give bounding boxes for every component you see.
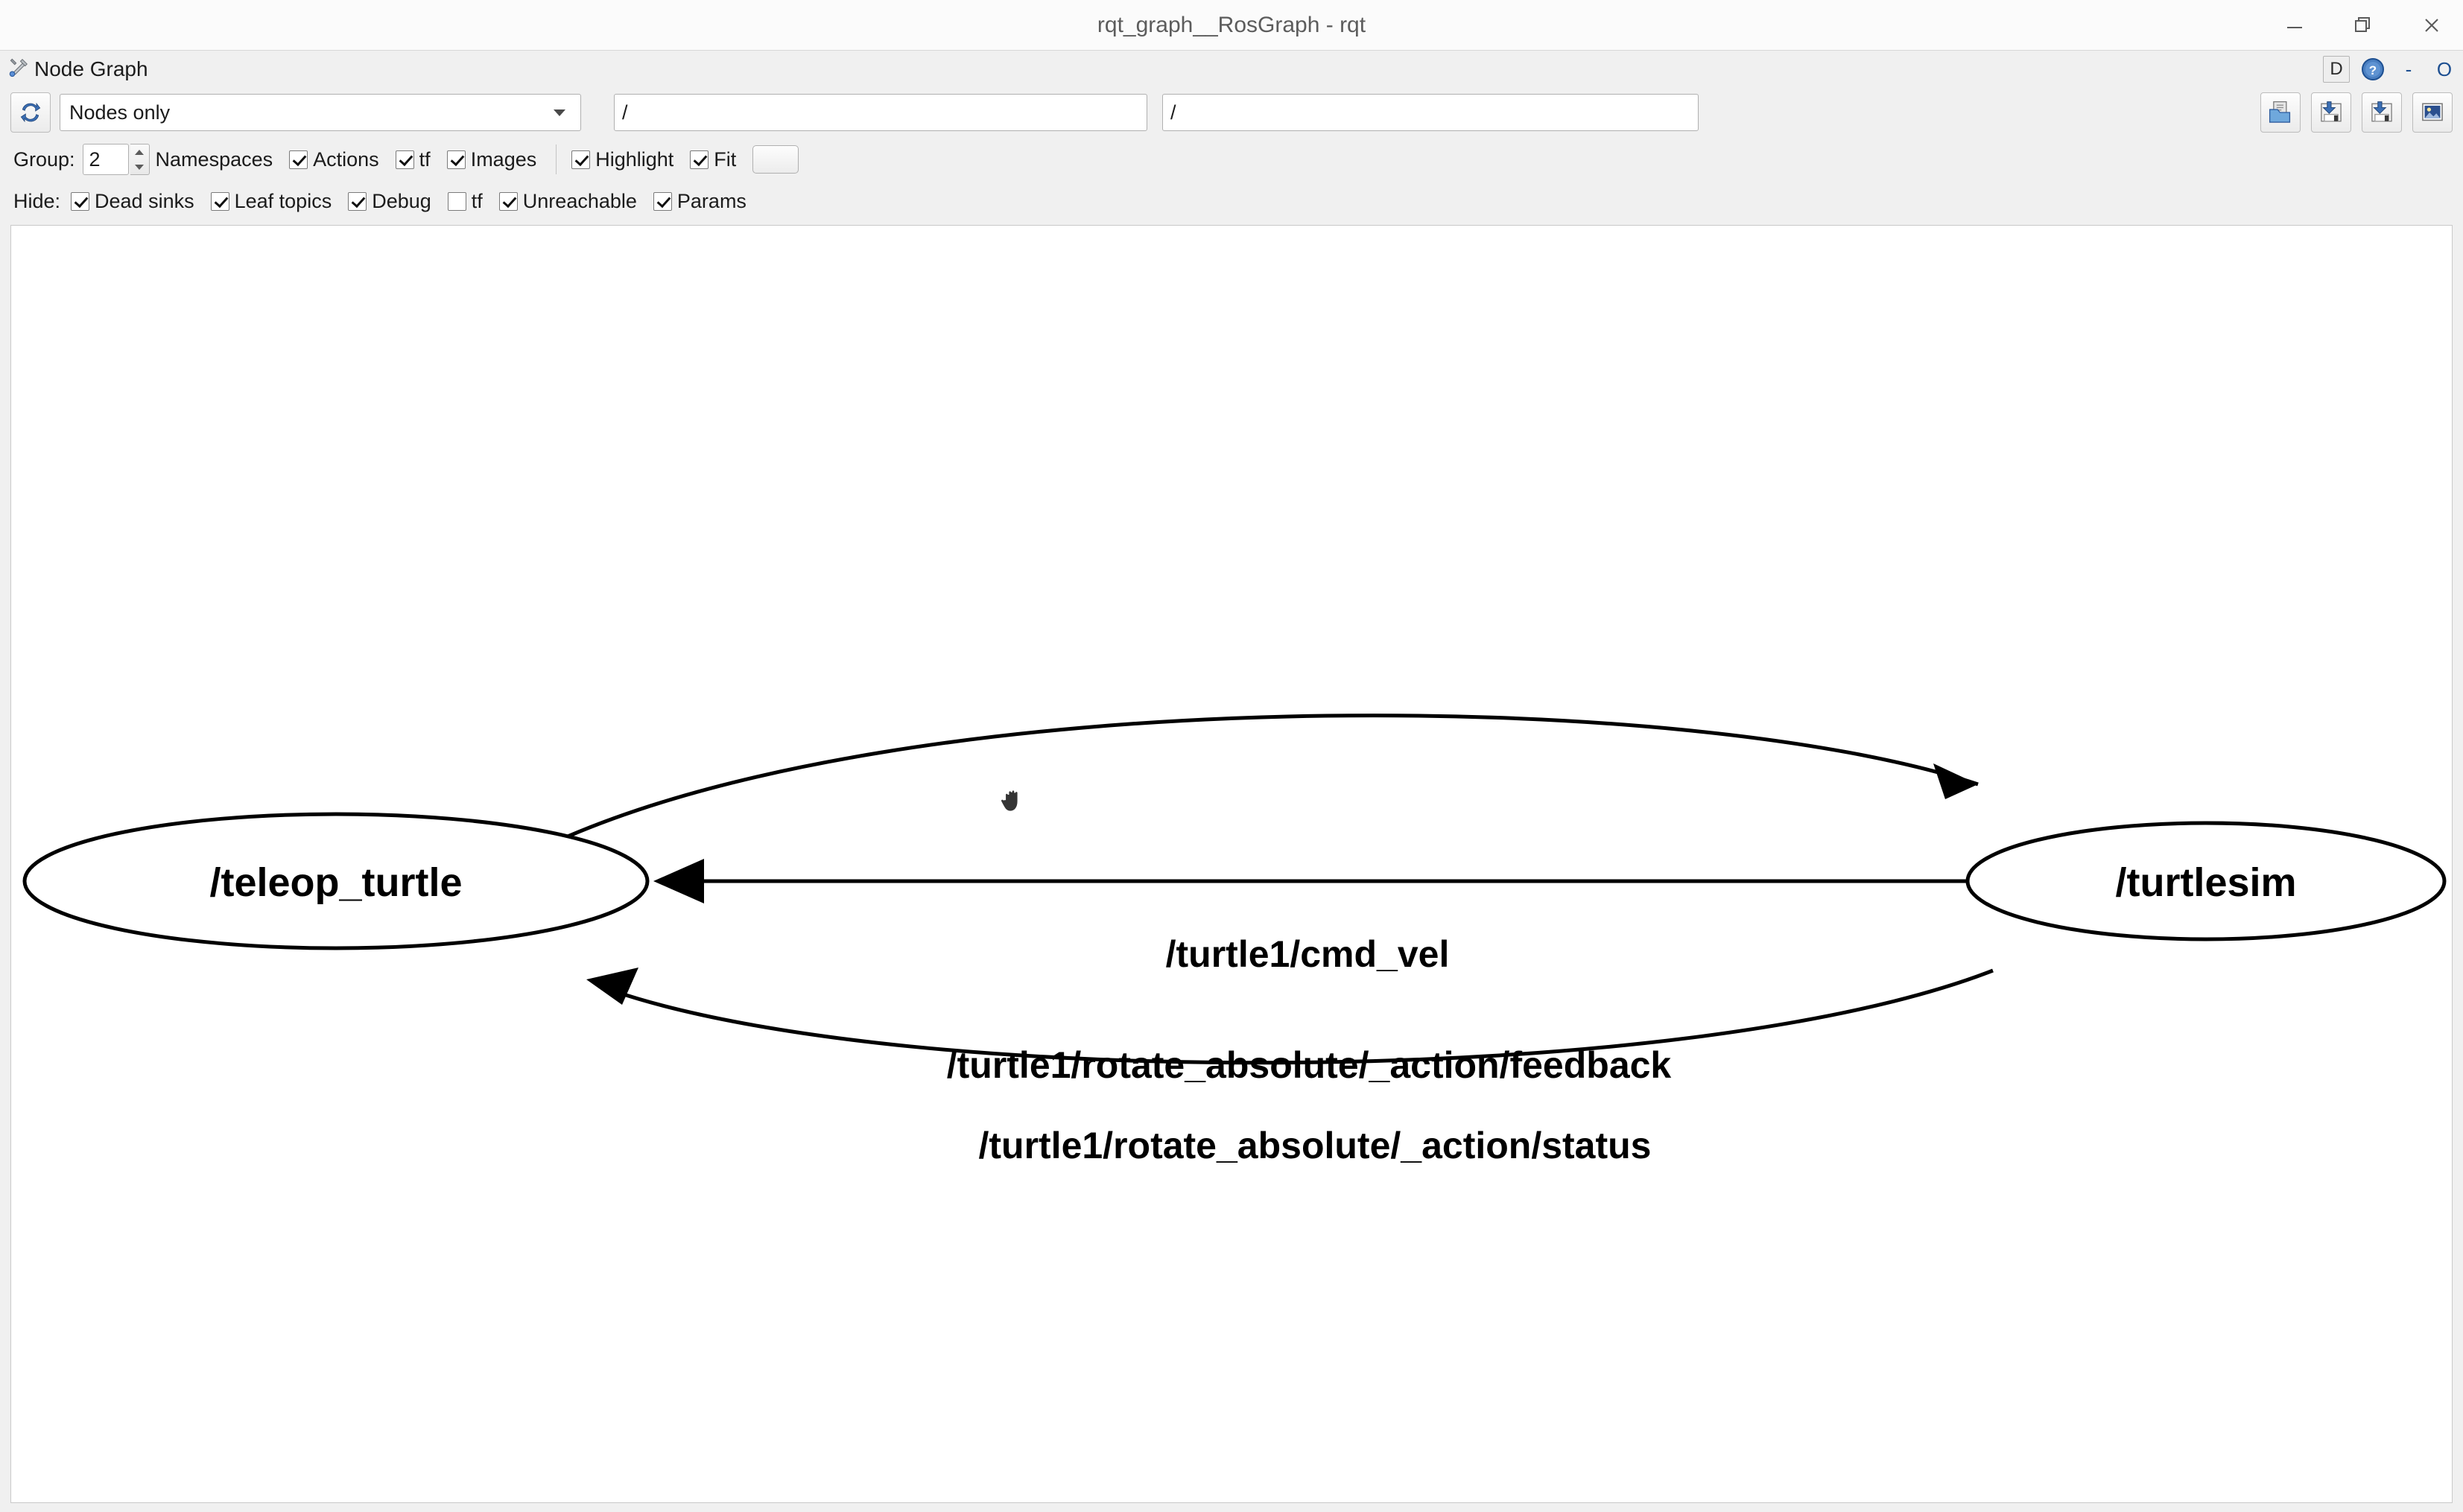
edge-label-status: /turtle1/rotate_absolute/_action/status [978,1125,1651,1166]
checkbox-hide-params-box [653,191,672,211]
checkbox-fit[interactable]: Fit [690,148,736,171]
save-image-button[interactable] [2412,92,2453,133]
tools-icon [7,57,30,83]
refresh-button[interactable] [10,92,51,133]
graph-node-teleop-turtle[interactable]: /teleop_turtle [22,812,650,950]
edge-label-cmd-vel: /turtle1/cmd_vel [1166,933,1450,975]
checkbox-hide-leaf-topics-box [210,191,229,211]
checkbox-hide-tf[interactable]: tf [447,189,483,213]
graph-mode-combobox[interactable]: Nodes only [60,94,581,131]
checkbox-highlight-label: Highlight [595,147,674,171]
checkbox-hide-params[interactable]: Params [653,190,746,213]
checkbox-tf[interactable]: tf [395,147,431,171]
save-dot-button[interactable] [2311,92,2351,133]
maximize-button[interactable] [2347,9,2380,42]
toolbar-right-buttons [2260,92,2453,133]
namespace-filter-value: / [622,101,628,124]
hide-options-row: Hide: Dead sinks Leaf topics Debug tf Un… [0,180,2463,222]
checkbox-namespaces-label: Namespaces [155,147,273,171]
dock-title-label: Node Graph [34,57,148,80]
minimize-button[interactable] [2278,9,2311,42]
checkbox-images-box [446,150,466,169]
hide-label: Hide: [13,189,61,212]
toolbar-separator [556,144,557,174]
group-depth-input[interactable]: 2 [82,144,129,175]
checkbox-hide-debug-box [348,191,367,211]
graph-mode-value: Nodes only [69,101,171,124]
chevron-down-icon [546,108,580,117]
graph-node-teleop-turtle-label: /teleop_turtle [209,860,462,905]
checkbox-images[interactable]: Images [446,147,537,171]
save-svg-button[interactable] [2362,92,2402,133]
topic-filter-value: / [1170,101,1176,124]
group-options-row: Group: 2 Namespaces Actions tf Images Hi… [0,139,2463,180]
dock-minimize-button[interactable]: - [2405,57,2412,80]
edge-status[interactable]: /turtle1/rotate_absolute/_action/status [586,968,1994,1166]
checkbox-namespaces[interactable]: Namespaces [156,148,273,171]
dock-buttons: D ? - O [2323,51,2457,88]
checkbox-tf-box [395,150,414,169]
checkbox-hide-tf-label: tf [471,189,483,212]
checkbox-hide-leaf-topics-label: Leaf topics [234,189,332,212]
checkbox-hide-dead-sinks[interactable]: Dead sinks [71,190,194,213]
ros-graph-canvas[interactable]: /turtle1/cmd_vel /turtle1/rotate_absolut… [10,225,2453,1503]
graph-node-turtlesim[interactable]: /turtlesim [1965,821,2447,941]
group-depth-value: 2 [89,147,101,171]
checkbox-fit-box [690,150,709,169]
checkbox-actions-box [289,150,308,169]
dock-title-group: Node Graph [7,51,148,88]
group-depth-stepper[interactable] [130,144,150,175]
checkbox-actions-label: Actions [313,147,379,171]
graph-svg: /turtle1/cmd_vel /turtle1/rotate_absolut… [22,714,2447,1166]
group-label: Group: [13,147,75,171]
checkbox-highlight-box [571,150,591,169]
load-dot-button[interactable] [2260,92,2301,133]
help-icon[interactable]: ? [2360,57,2386,82]
dock-letter-d-button[interactable]: D [2323,56,2350,83]
svg-text:?: ? [2369,63,2377,77]
window-title: rqt_graph__RosGraph - rqt [1097,13,1366,37]
dock-close-button[interactable]: O [2436,57,2453,80]
close-button[interactable] [2415,9,2448,42]
window-controls [2278,0,2448,50]
checkbox-hide-params-label: Params [676,189,746,212]
checkbox-hide-tf-box [447,191,466,211]
checkbox-hide-debug-label: Debug [372,189,431,212]
checkbox-hide-unreachable-box [498,191,518,211]
checkbox-hide-unreachable[interactable]: Unreachable [498,189,637,213]
checkbox-hide-leaf-topics[interactable]: Leaf topics [210,189,332,213]
topic-filter-input[interactable]: / [1162,94,1699,131]
window-titlebar: rqt_graph__RosGraph - rqt [0,0,2463,51]
edge-cmd-vel[interactable]: /turtle1/cmd_vel [546,714,1979,975]
dock-titlebar: Node Graph D ? - O [0,51,2463,88]
checkbox-tf-label: tf [419,147,431,171]
edge-feedback[interactable]: /turtle1/rotate_absolute/_action/feedbac… [653,859,1971,1086]
checkbox-fit-label: Fit [714,147,737,171]
checkbox-hide-dead-sinks-label: Dead sinks [95,189,194,212]
graph-toolbar: Nodes only / / [0,89,2463,136]
checkbox-hide-dead-sinks-box [71,191,90,211]
checkbox-hide-debug[interactable]: Debug [348,190,431,213]
namespace-filter-input[interactable]: / [614,94,1147,131]
fit-in-view-button[interactable] [752,145,799,174]
checkbox-hide-unreachable-label: Unreachable [522,189,637,212]
checkbox-highlight[interactable]: Highlight [571,148,673,171]
checkbox-actions[interactable]: Actions [289,148,379,171]
graph-node-turtlesim-label: /turtlesim [2115,860,2296,905]
checkbox-images-label: Images [470,147,537,171]
